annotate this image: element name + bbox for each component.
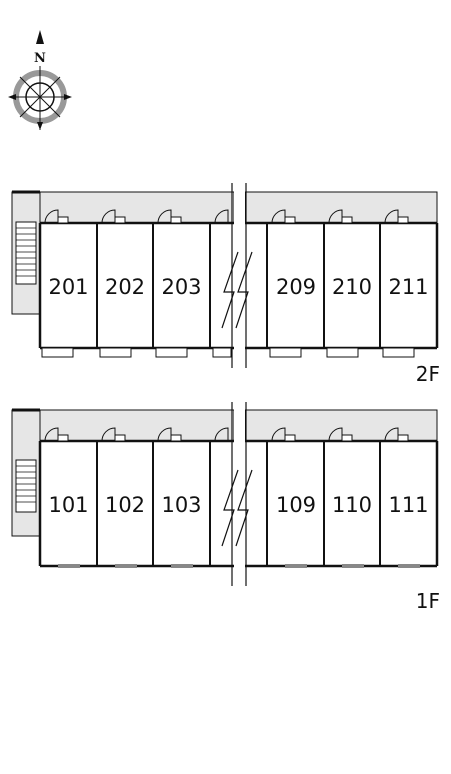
north-arrow-icon (36, 30, 44, 44)
floor-1f: 101 102 103 109 110 111 1F (11, 402, 440, 613)
break-mark-icon (221, 469, 239, 547)
door-icon (271, 427, 296, 442)
balcony (382, 347, 415, 358)
floor-label: 1F (416, 589, 440, 613)
door-icon (44, 427, 69, 442)
door-icon (384, 209, 409, 224)
corridor (39, 409, 235, 442)
room-label: 111 (388, 493, 428, 517)
room-label: 209 (276, 275, 316, 299)
door-icon (384, 427, 409, 442)
stairs-icon (15, 459, 37, 513)
door-icon (328, 427, 353, 442)
door-icon (271, 209, 296, 224)
door-icon (101, 427, 126, 442)
door-icon (214, 427, 229, 442)
floor-2f: 201 202 203 209 210 211 2F (11, 183, 440, 386)
balcony (99, 347, 132, 358)
balcony (269, 347, 302, 358)
break-gap (234, 183, 245, 368)
door-icon (214, 209, 229, 224)
balcony (212, 347, 232, 358)
room-label: 101 (48, 493, 88, 517)
room-label: 210 (332, 275, 372, 299)
balcony (326, 347, 359, 358)
corridor (39, 191, 235, 224)
door-icon (328, 209, 353, 224)
room-label: 202 (105, 275, 145, 299)
room-label: 102 (105, 493, 145, 517)
break-mark-icon (221, 251, 239, 329)
room-label: 110 (332, 493, 372, 517)
door-icon (101, 209, 126, 224)
north-label: N (34, 51, 46, 66)
door-icon (157, 427, 182, 442)
compass-rose-icon: N (8, 30, 72, 130)
break-gap (234, 402, 245, 586)
door-icon (157, 209, 182, 224)
door-icon (44, 209, 69, 224)
room-label: 109 (276, 493, 316, 517)
room-label: 201 (48, 275, 88, 299)
stairs-icon (15, 221, 37, 285)
balcony (155, 347, 188, 358)
room-label: 103 (161, 493, 201, 517)
balcony (41, 347, 74, 358)
room-label: 203 (161, 275, 201, 299)
floor-label: 2F (416, 362, 440, 386)
room-label: 211 (388, 275, 428, 299)
